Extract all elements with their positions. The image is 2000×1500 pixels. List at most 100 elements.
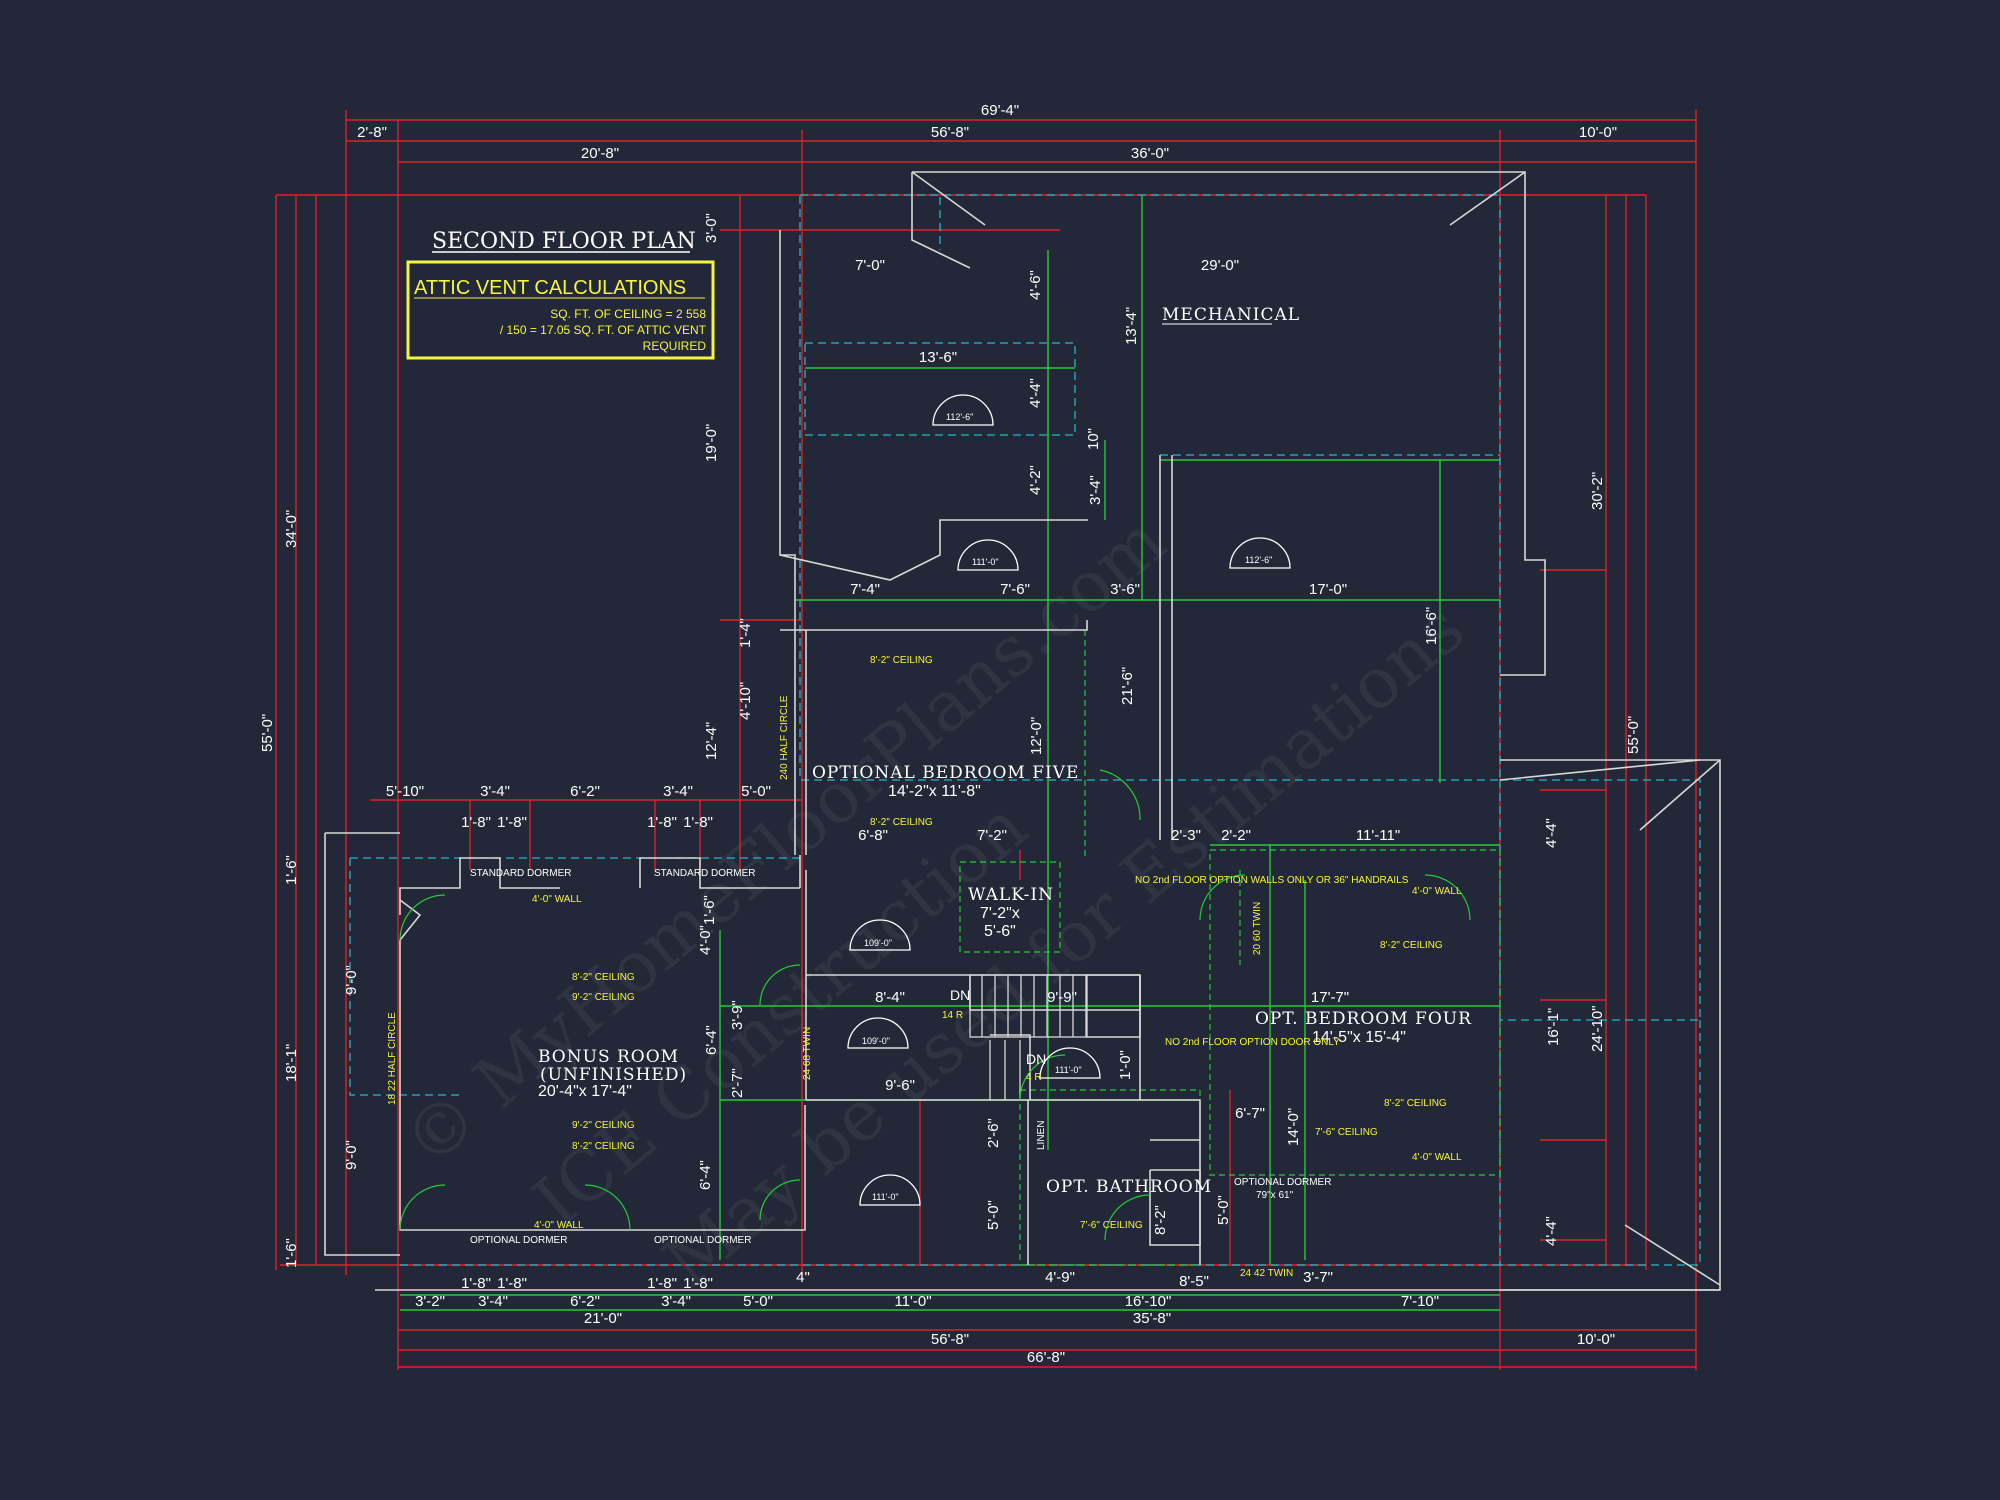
dim-text: 2'-7" (729, 1068, 746, 1098)
dim-text: 5'-0" (743, 1293, 773, 1310)
arc-label: 112'-6" (1245, 555, 1272, 565)
dim-overall: 69'-4" (981, 102, 1019, 119)
ceiling-note: 8'-2" CEILING (572, 972, 635, 983)
right-dimensions: 30'-2" 55'-0" 24'-10" 16'-1" 4'-4" 4'-4"… (1423, 472, 1642, 1246)
green-dashed-walls (959, 630, 1501, 1266)
dim-text: 36'-0" (1131, 145, 1169, 162)
dim-text: 2'-3" (1171, 827, 1201, 844)
arc-label: 111'-0" (1055, 1065, 1082, 1075)
twin-note: 24 42 TWIN (1240, 1268, 1293, 1279)
stair-risers: 14 R (942, 1010, 963, 1021)
dim-text: 13'-4" (1123, 307, 1140, 345)
wall-note: 4'-0" WALL (1412, 1152, 1462, 1163)
dim-text: 6'-4" (703, 1025, 720, 1055)
dim-text: 6'-2" (570, 1293, 600, 1310)
dim-text: 2'-8" (357, 124, 387, 141)
dim-text: 10'-0" (1579, 124, 1617, 141)
dim-text: 4'-4" (1027, 378, 1044, 408)
dim-text: 1'-8" (647, 814, 677, 831)
room-walkin-size-1: 7'-2"x (980, 905, 1020, 922)
option-walls-note: NO 2nd FLOOR OPTION WALLS ONLY OR 36" HA… (1135, 875, 1409, 886)
dim-text: 17'-0" (1309, 581, 1347, 598)
ceiling-note: 7'-6" CEILING (1315, 1127, 1378, 1138)
dim-text: 2'-6" (985, 1118, 1002, 1148)
green-lines (400, 195, 1500, 1311)
dim-text: 3'-7" (1303, 1269, 1333, 1286)
dim-text: 7'-6" (1000, 581, 1030, 598)
dim-text: 6'-8" (858, 827, 888, 844)
interior-vertical-dimensions: 4'-6" 4'-4" 13'-4" 3'-4" 12'-0" 21'-6" 1… (697, 270, 1302, 1235)
dim-text: 5'-0" (985, 1200, 1002, 1230)
room-opt-dormer-size: 79"x 61" (1256, 1190, 1294, 1201)
ceiling-note: 8'-2" CEILING (572, 1141, 635, 1152)
dimension-lines (275, 110, 1697, 1370)
room-mechanical: MECHANICAL (1162, 305, 1300, 325)
room-walkin-name: WALK-IN (968, 885, 1054, 905)
dim-text: 1'-8" (683, 1275, 713, 1292)
dim-text: 19'-0" (703, 424, 720, 462)
arc-label: 109'-0" (864, 938, 892, 948)
room-bonus-name: BONUS ROOM (538, 1047, 679, 1067)
room-walkin-size-2: 5'-6" (984, 923, 1016, 940)
room-bedroom-five-name: OPTIONAL BEDROOM FIVE (812, 763, 1079, 783)
dim-text: 10" (1085, 428, 1102, 450)
dim-text: 35'-8" (1133, 1310, 1171, 1327)
standard-dormer-label: STANDARD DORMER (654, 868, 755, 879)
dim-text: 1'-8" (683, 814, 713, 831)
dim-text: 5'-0" (741, 783, 771, 800)
dim-text: 17'-7" (1311, 989, 1349, 1006)
dim-text: 3'-4" (663, 783, 693, 800)
dim-text: 16'-1" (1545, 1008, 1562, 1046)
dim-text: 1'-8" (497, 814, 527, 831)
room-bedroom-four-name: OPT. BEDROOM FOUR (1255, 1009, 1472, 1029)
dim-text: 13'-6" (919, 349, 957, 366)
dim-text: 7'-2" (977, 827, 1007, 844)
dim-text: 9'-0" (343, 965, 360, 995)
dim-text: 9'-0" (343, 1140, 360, 1170)
dim-text: 1'-6" (283, 855, 300, 885)
room-bonus-size: 20'-4"x 17'-4" (538, 1083, 632, 1100)
dim-text: 4'-10" (737, 682, 754, 720)
arc-label: 109'-0" (862, 1036, 890, 1046)
room-labels: MECHANICAL OPTIONAL BEDROOM FIVE 14'-2"x… (538, 305, 1472, 1201)
dim-text: 29'-0" (1201, 257, 1239, 274)
room-opt-dormer-name: OPTIONAL DORMER (1234, 1177, 1331, 1188)
ceiling-note: 9'-2" CEILING (572, 992, 635, 1003)
room-bedroom-four-size: 14'-5"x 15'-4" (1312, 1029, 1406, 1046)
twin-note: 20 60 TWIN (1252, 902, 1263, 955)
dim-text: 3'-4" (1087, 475, 1104, 505)
stairs (969, 974, 1141, 1100)
ceiling-note: 8'-2" CEILING (870, 655, 933, 666)
dim-text: 21'-6" (1119, 667, 1136, 705)
dim-text: 9'-6" (885, 1077, 915, 1094)
dim-text: 7'-0" (855, 257, 885, 274)
dim-text: 8'-5" (1179, 1273, 1209, 1290)
annotations: 8'-2" CEILING 8'-2" CEILING 8'-2" CEILIN… (387, 655, 1462, 1279)
dim-text: 1'-6" (283, 1238, 300, 1268)
watermark-line-1: © MyHomeFloorPlans.com (388, 500, 1180, 1183)
attic-title: ATTIC VENT CALCULATIONS (414, 277, 686, 299)
dim-text: 8'-4" (875, 989, 905, 1006)
dim-text: 11'-11" (1356, 827, 1400, 844)
roof-outline (349, 194, 1701, 1266)
wall-note: 4'-0" WALL (1412, 886, 1462, 897)
dim-text: 10'-0" (1577, 1331, 1615, 1348)
dim-text: 55'-0" (1625, 716, 1642, 754)
window-arc-labels: 112'-6" 111'-0" 112'-6" 109'-0" 109'-0" … (862, 412, 1272, 1202)
dim-text: 1'-0" (1117, 1050, 1134, 1080)
ceiling-note: 8'-2" CEILING (1384, 1098, 1447, 1109)
dim-text: 3'-4" (661, 1293, 691, 1310)
dim-text: 30'-2" (1589, 472, 1606, 510)
dim-text: 6'-4" (697, 1160, 714, 1190)
walls (324, 171, 1721, 1291)
dim-text: 6'-7" (1235, 1105, 1265, 1122)
bottom-dimensions: 3'-2" 3'-4" 6'-2" 3'-4" 5'-0" 11'-0" 4'-… (415, 1269, 1615, 1366)
attic-line-3: REQUIRED (643, 339, 707, 353)
dim-text: 2'-2" (1221, 827, 1251, 844)
dim-text: 1'-8" (497, 1275, 527, 1292)
room-bathroom-name: OPT. BATHROOM (1046, 1177, 1212, 1197)
dim-text: 1'-8" (461, 1275, 491, 1292)
dim-text: 16'-10" (1125, 1293, 1172, 1310)
optional-dormer-label: OPTIONAL DORMER (654, 1235, 751, 1246)
top-dimensions: 69'-4" 2'-8" 56'-8" 10'-0" 20'-8" 36'-0"… (357, 102, 1617, 366)
